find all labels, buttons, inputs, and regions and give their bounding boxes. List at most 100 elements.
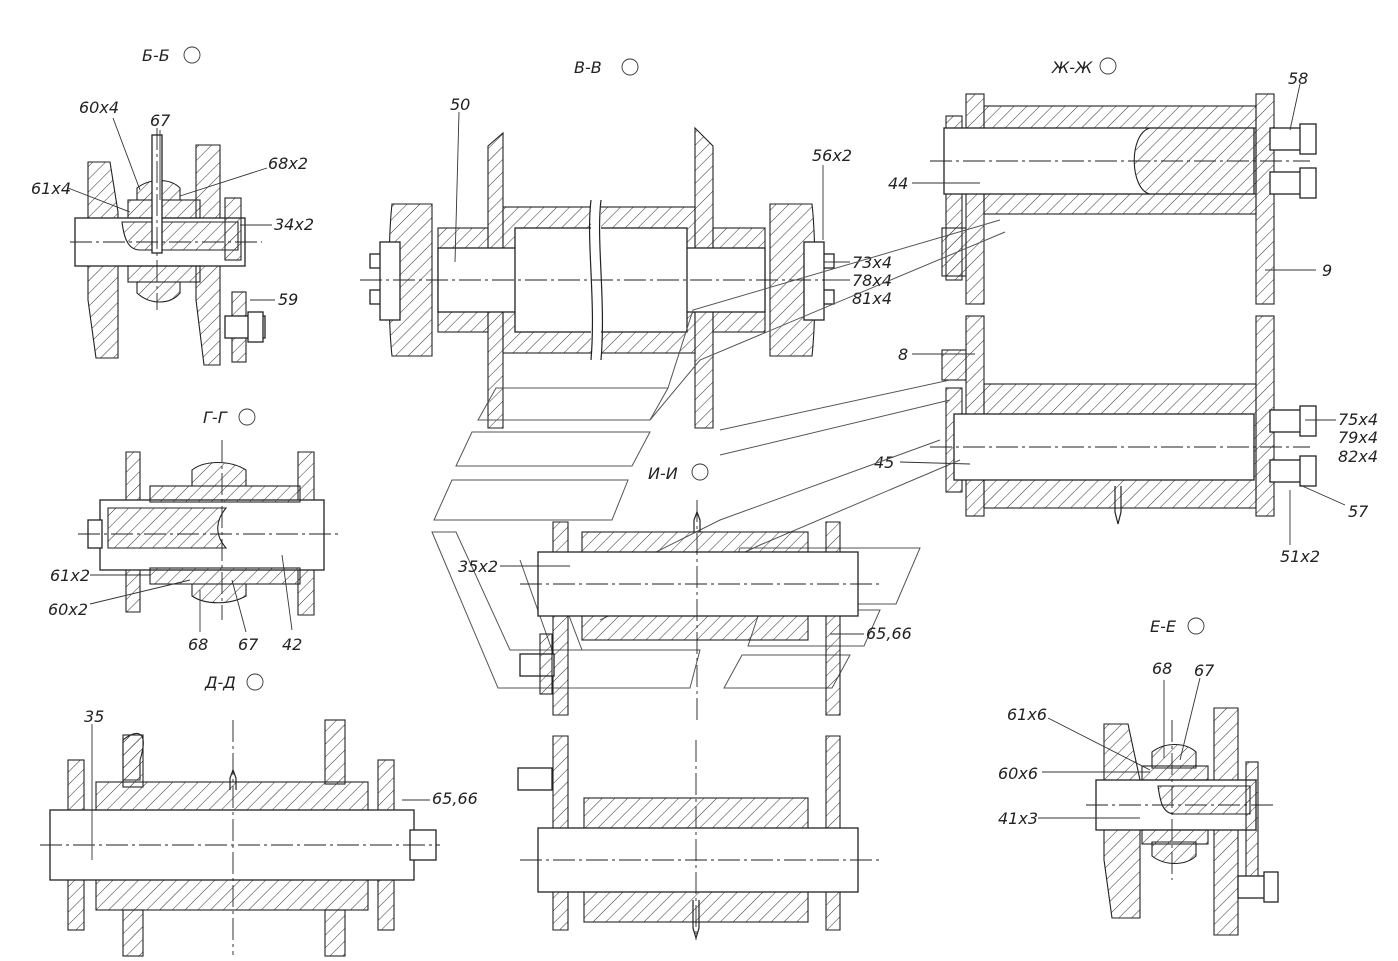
- view-rotation-icon: [621, 58, 639, 76]
- hub-lower: [127, 265, 201, 283]
- hub-bottom: [149, 567, 301, 585]
- callout-35x2: 35x2: [458, 557, 498, 576]
- shaft-bore: [107, 507, 228, 549]
- view-dd: Д-Д 35 65,66: [40, 673, 478, 957]
- view-vv: В-В 50 56x2 73x4: [360, 58, 892, 429]
- callout-68: 68: [188, 635, 208, 654]
- bracket-8: [941, 227, 967, 277]
- callout-44: 44: [888, 174, 908, 193]
- bracket-8b: [941, 349, 967, 381]
- nut-75b: [1299, 455, 1317, 487]
- bolt-plate: [1245, 761, 1259, 893]
- view-rotation-icon: [238, 408, 256, 426]
- tube-wall-right-top: [324, 719, 346, 785]
- callout-65-66: 65,66: [432, 789, 478, 808]
- view-title-vv: В-В: [574, 58, 602, 77]
- callout-59: 59: [278, 290, 298, 309]
- leader: [67, 187, 131, 213]
- callout-61x4: 61x4: [31, 179, 71, 198]
- callout-78x4: 78x4: [852, 271, 892, 290]
- end-fasteners-left: [369, 241, 401, 321]
- callout-34x2: 34x2: [274, 215, 314, 234]
- callout-60x2: 60x2: [48, 600, 88, 619]
- nut-58b: [1299, 167, 1317, 199]
- view-title-dd: Д-Д: [204, 673, 236, 692]
- callout-75x4: 75x4: [1338, 410, 1378, 429]
- frame-plate-right: [825, 521, 841, 716]
- leader: [1047, 717, 1151, 771]
- bolt-59-nut: [247, 311, 264, 343]
- roller-bottom: [1151, 841, 1197, 865]
- callout-67: 67: [238, 635, 259, 654]
- leader: [899, 461, 971, 465]
- view-rotation-icon: [1099, 57, 1117, 75]
- view-rotation-icon: [691, 463, 709, 481]
- grease-nipple: [1114, 486, 1122, 525]
- callout-9: 9: [1322, 261, 1332, 280]
- callout-61x6: 61x6: [1007, 705, 1047, 724]
- callout-41x3: 41x3: [998, 809, 1038, 828]
- callout-42: 42: [282, 635, 302, 654]
- view-title-gg: Г-Г: [203, 408, 228, 427]
- leader: [112, 117, 141, 191]
- hub: [1141, 765, 1209, 781]
- callout-45: 45: [874, 453, 894, 472]
- hub: [127, 199, 201, 219]
- callout-68: 68: [1152, 659, 1172, 678]
- view-title-zhzh: Ж-Ж: [1051, 58, 1093, 77]
- leader: [231, 579, 247, 633]
- callout-79x4: 79x4: [1338, 428, 1378, 447]
- shaft-bore: [1157, 785, 1251, 815]
- view-rotation-icon: [183, 46, 201, 64]
- shaft-bore: [121, 221, 239, 251]
- nut-75: [1299, 405, 1317, 437]
- leader: [1289, 83, 1301, 131]
- hub-lower: [1141, 829, 1209, 845]
- bolt-plate: [539, 633, 553, 695]
- bolt: [517, 767, 553, 791]
- callout-73x4: 73x4: [852, 253, 892, 272]
- callout-8: 8: [898, 345, 908, 364]
- leader: [1299, 484, 1346, 506]
- view-zhzh: Ж-Ж 58: [874, 57, 1378, 566]
- view-title-bb: Б-Б: [142, 46, 170, 65]
- callout-68x2: 68x2: [268, 154, 308, 173]
- view-rotation-icon: [246, 673, 264, 691]
- side-plate-left-top: [965, 93, 985, 305]
- callout-67: 67: [1194, 661, 1215, 680]
- callout-81x4: 81x4: [852, 289, 892, 308]
- view-gg: Г-Г 61x2 60x2 68 67 42: [48, 408, 340, 654]
- callout-82x4: 82x4: [1338, 447, 1378, 466]
- callout-35: 35: [84, 707, 104, 726]
- end-fasteners-right: [803, 241, 835, 321]
- view-title-ee: Е-Е: [1150, 617, 1177, 636]
- tube-wall-right-bottom: [324, 909, 346, 957]
- callout-57: 57: [1348, 502, 1369, 521]
- tube-wall-left-top: [122, 734, 144, 788]
- callout-67: 67: [150, 111, 171, 130]
- hub-top: [149, 485, 301, 503]
- leader: [281, 554, 293, 631]
- callout-50: 50: [450, 95, 470, 114]
- lower-center-section: [517, 735, 880, 941]
- leader: [179, 167, 268, 197]
- leader: [454, 111, 460, 263]
- view-ee: Е-Е 68 67 61x6 60x6 41x3: [998, 617, 1279, 936]
- callout-51x2: 51x2: [1280, 547, 1320, 566]
- bracket: [224, 197, 242, 261]
- view-bb: Б-Б 60x4 67 68x2 61x4 34x2 59: [31, 46, 314, 366]
- nut: [1263, 871, 1279, 903]
- break-line: [588, 199, 604, 361]
- roller-bottom: [191, 583, 247, 604]
- callout-58: 58: [1288, 69, 1308, 88]
- view-title-ii: И-И: [648, 464, 678, 483]
- callout-56x2: 56x2: [812, 146, 852, 165]
- view-ii: И-И 35x2 65,66: [431, 219, 1006, 720]
- nut-58: [1299, 123, 1317, 155]
- side-plate-right-top: [1255, 93, 1275, 305]
- leader: [1179, 677, 1201, 761]
- roller-top: [191, 461, 247, 487]
- roller-top: [1151, 743, 1197, 769]
- leader: [89, 579, 191, 605]
